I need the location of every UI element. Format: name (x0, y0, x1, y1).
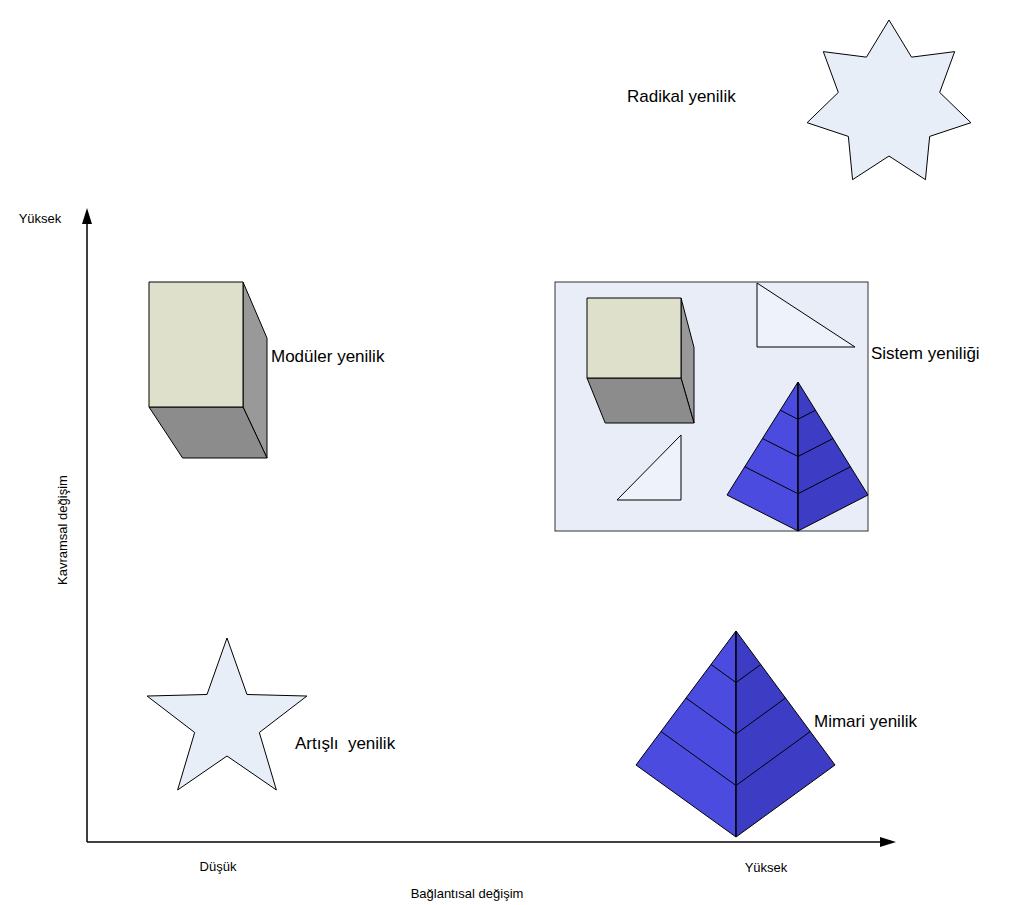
five-point-star (147, 638, 307, 790)
y-axis-arrow (82, 208, 92, 224)
axis-label: Yüksek (19, 212, 62, 225)
shape-label: Radikal yenilik (627, 88, 736, 105)
shape-label: Artışlı yenilik (295, 735, 395, 752)
innovation-shape: Artışlı yenilik (145, 638, 310, 800)
pyramid-left-face (727, 382, 798, 531)
cube-bottom (587, 378, 694, 423)
cube-front (587, 298, 681, 378)
shape-label: Modüler yenilik (271, 348, 384, 365)
axis-label: Kavramsal değişim (56, 475, 69, 585)
cube-front (149, 282, 243, 407)
pyramid-left-face (636, 631, 736, 837)
innovation-shape: Radikal yenilik (800, 18, 980, 193)
shape-drawing (555, 282, 868, 531)
x-axis-arrow (880, 837, 896, 847)
x-axis (87, 841, 882, 843)
shape-drawing (800, 18, 980, 193)
cube-bottom (149, 407, 267, 458)
pyramid-edge (736, 631, 737, 837)
axis-label: Yüksek (745, 861, 788, 874)
seven-point-star (807, 20, 971, 180)
shape-label: Sistem yeniliği (871, 345, 980, 362)
pyramid-edge (798, 382, 799, 531)
triangle (757, 283, 855, 347)
axis-label: Bağlantısal değişim (411, 887, 524, 900)
pyramid-right-face (736, 631, 835, 837)
innovation-shape: Mimari yenilik (636, 631, 836, 837)
system-frame (555, 282, 868, 531)
triangle (617, 435, 681, 500)
shape-drawing (636, 631, 836, 837)
shape-label: Mimari yenilik (814, 713, 917, 730)
axis-label: Düşük (200, 860, 237, 873)
shape-drawing (149, 282, 267, 458)
innovation-shape: Sistem yeniliği (555, 282, 868, 531)
pyramid-right-face (798, 382, 868, 531)
innovation-shape: Modüler yenilik (149, 282, 267, 458)
shape-drawing (145, 638, 310, 800)
y-axis (86, 222, 88, 842)
